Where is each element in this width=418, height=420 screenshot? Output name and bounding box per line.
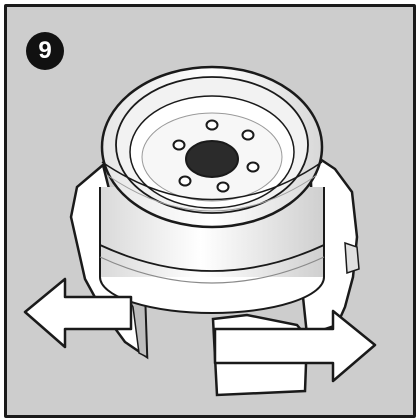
lug-hole: [218, 183, 229, 192]
lug-hole: [174, 141, 185, 150]
instruction-panel: 9: [4, 4, 416, 418]
step-number-badge: 9: [26, 32, 64, 70]
wheel-assembly-illustration: [7, 7, 413, 415]
lug-hole: [248, 163, 259, 172]
lug-hole: [180, 177, 191, 186]
right-housing-tab: [345, 243, 359, 273]
hub-hole: [186, 141, 238, 177]
lug-hole: [243, 131, 254, 140]
lug-hole: [207, 121, 218, 130]
